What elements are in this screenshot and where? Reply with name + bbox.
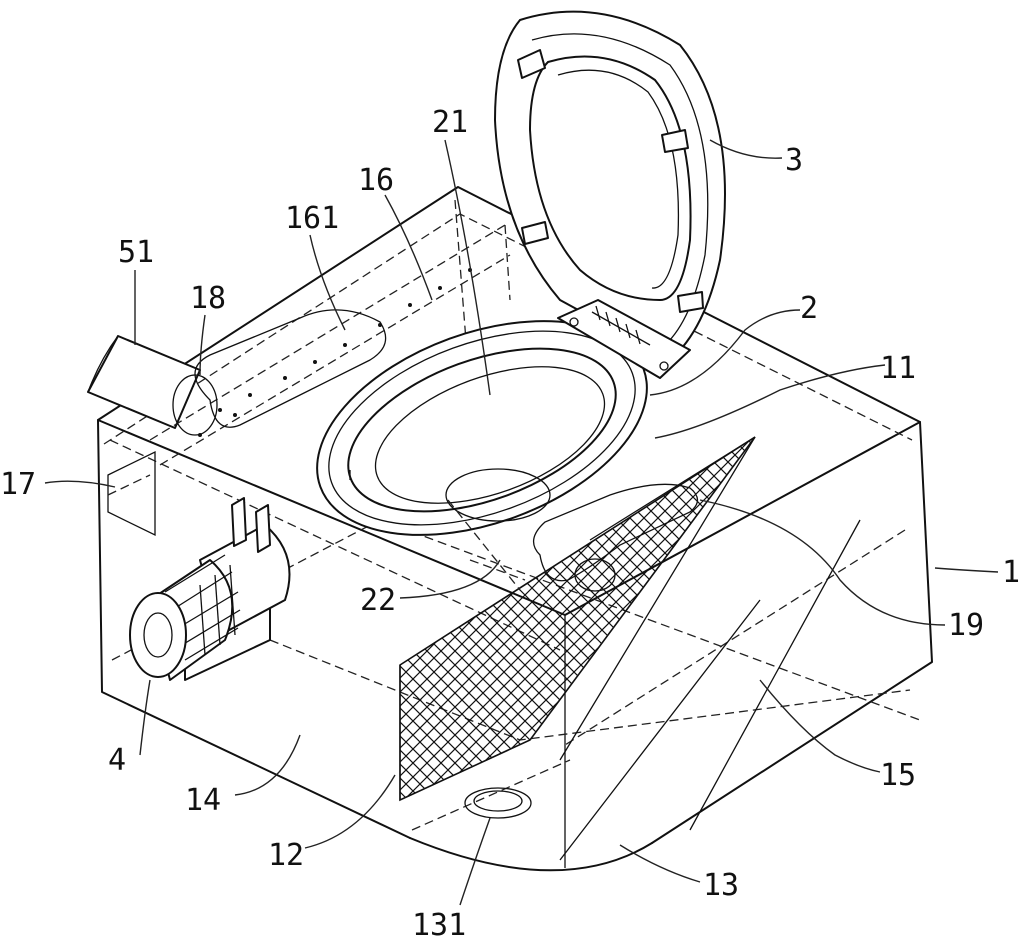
inlet-pipe-51 bbox=[87, 335, 201, 429]
label-19: 19 bbox=[948, 608, 984, 643]
label-51: 51 bbox=[118, 235, 154, 270]
label-161: 161 bbox=[285, 201, 339, 236]
label-16: 16 bbox=[358, 163, 394, 198]
label-14: 14 bbox=[185, 783, 221, 818]
label-18: 18 bbox=[190, 281, 226, 316]
label-4: 4 bbox=[108, 743, 126, 778]
label-21: 21 bbox=[432, 105, 468, 140]
pump-motor-4 bbox=[129, 497, 291, 681]
label-2: 2 bbox=[800, 291, 818, 326]
label-3: 3 bbox=[785, 143, 803, 178]
groove-18 bbox=[172, 309, 387, 436]
label-17: 17 bbox=[0, 467, 36, 502]
lid-3 bbox=[494, 10, 726, 361]
label-15: 15 bbox=[880, 758, 916, 793]
label-1: 1 bbox=[1002, 555, 1020, 590]
label-131: 131 bbox=[412, 908, 466, 940]
label-11: 11 bbox=[880, 351, 916, 386]
drain-hole-22 bbox=[445, 468, 551, 591]
hinge-spring bbox=[557, 299, 691, 379]
toilet-seat-2 bbox=[316, 320, 648, 536]
mesh-filter-12 bbox=[399, 436, 756, 802]
outlet-131 bbox=[464, 787, 532, 819]
label-12: 12 bbox=[268, 838, 304, 873]
reference-labels: 3 2 11 21 16 161 51 18 17 1 19 22 15 4 1… bbox=[0, 105, 1020, 940]
leader-lines bbox=[44, 139, 999, 906]
groove-19 bbox=[533, 483, 699, 592]
motor-coil bbox=[164, 554, 241, 661]
label-22: 22 bbox=[360, 583, 396, 618]
label-13: 13 bbox=[703, 868, 739, 903]
partition-17 bbox=[107, 450, 156, 537]
